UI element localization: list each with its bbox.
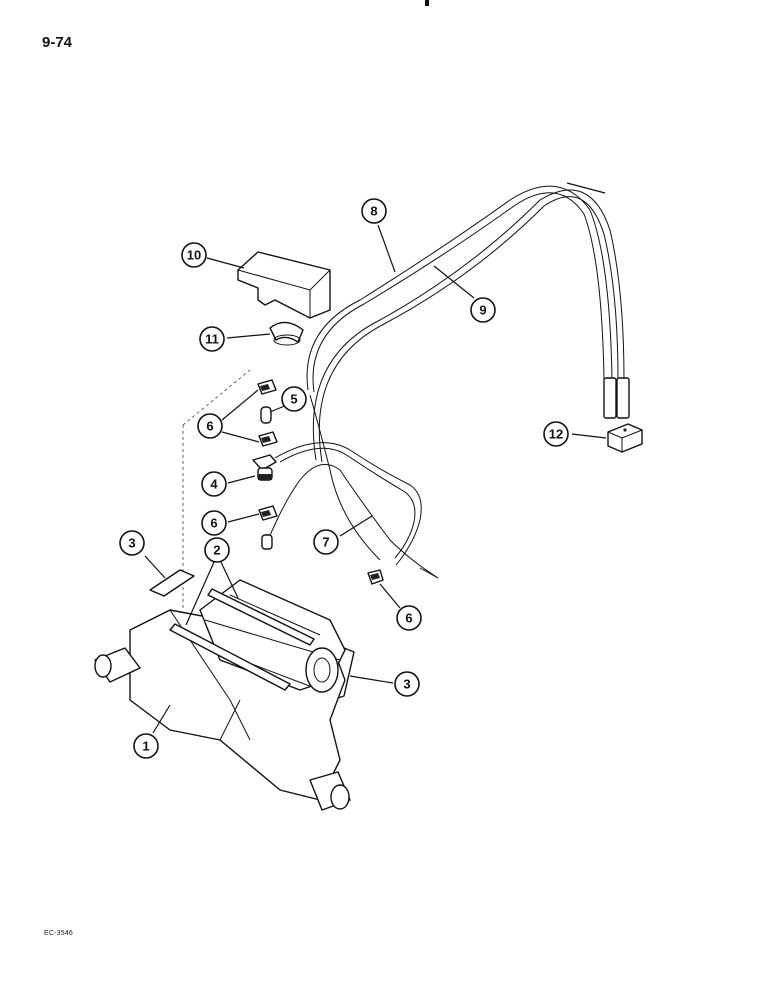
callout-11: 11 [199, 326, 225, 352]
callout-6-wire: 6 [396, 605, 422, 631]
part-4-lamp-holder [252, 454, 277, 481]
svg-text:9: 9 [479, 303, 486, 318]
callout-3-left: 3 [119, 530, 145, 556]
callout-9: 9 [470, 297, 496, 323]
cable-end-connectors [603, 377, 630, 419]
callout-7: 7 [313, 529, 339, 555]
top-edge-mark [425, 0, 429, 6]
callout-5: 5 [281, 386, 307, 412]
svg-text:6: 6 [405, 611, 412, 626]
callout-6-lower: 6 [201, 510, 227, 536]
svg-text:12: 12 [549, 427, 563, 442]
callout-3-right: 3 [394, 671, 420, 697]
page-number: 9-74 [42, 34, 73, 51]
leader-lines [144, 182, 607, 734]
callout-12: 12 [543, 421, 569, 447]
svg-text:7: 7 [322, 535, 329, 550]
svg-text:8: 8 [370, 204, 377, 219]
callout-8: 8 [361, 198, 387, 224]
callout-10: 10 [181, 242, 207, 268]
part-2-blower-assembly [169, 579, 346, 693]
svg-text:3: 3 [403, 677, 410, 692]
callout-2: 2 [204, 537, 230, 563]
callout-4: 4 [201, 471, 227, 497]
figure-code: EC-3546 [44, 930, 74, 937]
svg-text:11: 11 [205, 332, 219, 347]
svg-text:2: 2 [213, 543, 220, 558]
svg-text:4: 4 [210, 477, 218, 492]
callout-6-upper: 6 [197, 413, 223, 439]
callout-1: 1 [133, 733, 159, 759]
svg-text:1: 1 [142, 739, 149, 754]
part-6-clip-middle [258, 431, 278, 447]
part-6-clip-wire [367, 569, 384, 585]
part-5-bulb [260, 406, 272, 424]
part-6-clip-upper [257, 379, 277, 395]
svg-text:3: 3 [128, 536, 135, 551]
mounting-outline [182, 369, 251, 610]
part-10-block [237, 251, 331, 319]
part-8-cable [306, 185, 613, 393]
part-12-connector-block [607, 423, 643, 453]
part-6-clip-lower [258, 505, 278, 521]
part-9-cable [309, 189, 625, 561]
part-11-clip [269, 321, 304, 346]
svg-text:6: 6 [206, 419, 213, 434]
part-7-wire-harness [261, 442, 439, 579]
svg-text:5: 5 [290, 392, 297, 407]
svg-text:10: 10 [187, 248, 201, 263]
svg-text:6: 6 [210, 516, 217, 531]
part-3-seal-left [149, 569, 195, 597]
